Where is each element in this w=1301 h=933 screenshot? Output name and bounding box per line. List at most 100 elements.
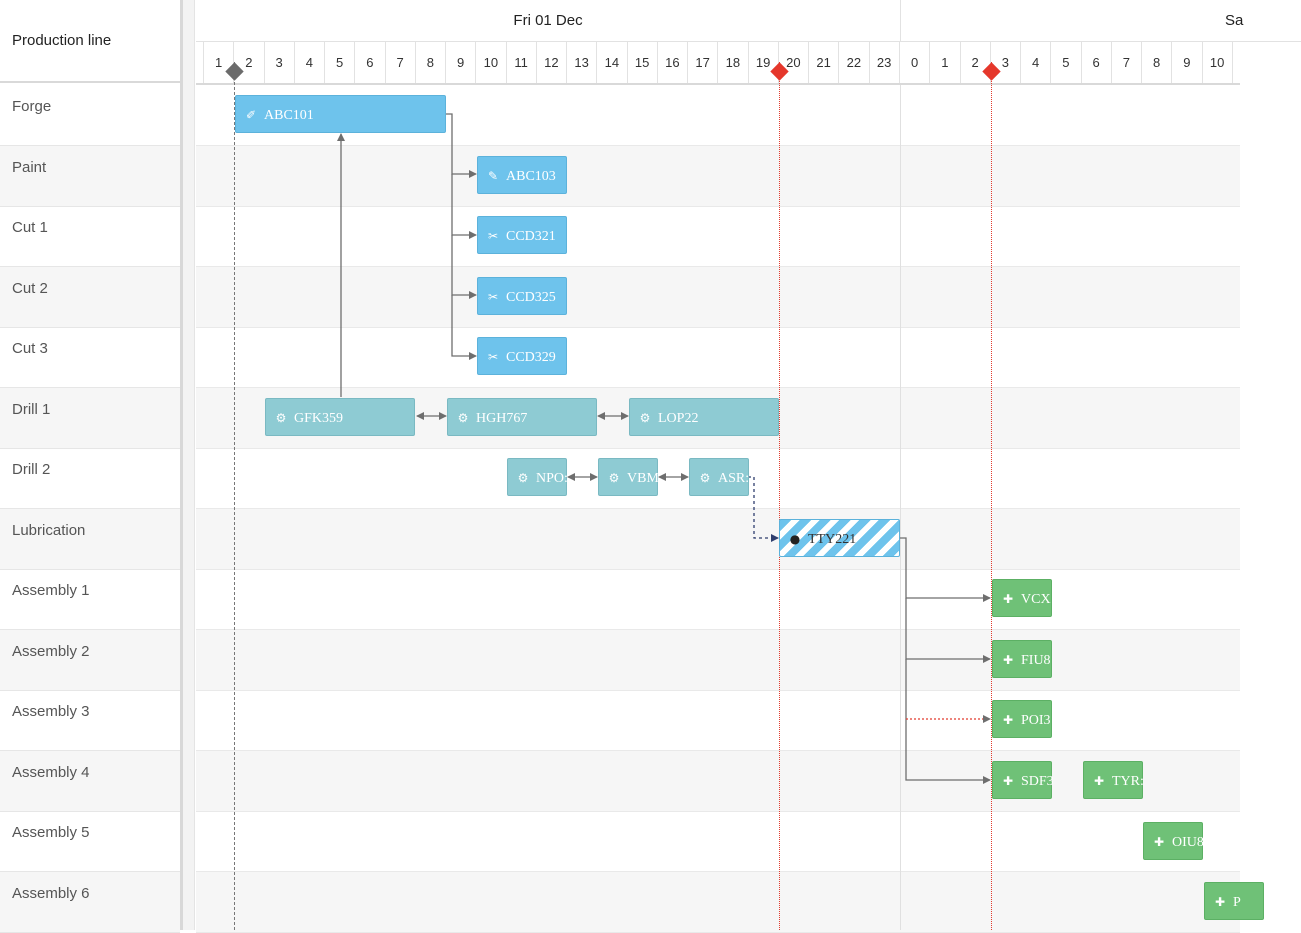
row-label: Cut 2 bbox=[0, 266, 180, 328]
hour-cell: 8 bbox=[416, 42, 446, 83]
hour-cell: 17 bbox=[688, 42, 719, 83]
hour-cell: 7 bbox=[386, 42, 416, 83]
hour-cell: 22 bbox=[839, 42, 870, 83]
task-bar-lop22[interactable]: ⚙LOP22 bbox=[629, 398, 779, 436]
task-label: NPO: bbox=[536, 471, 568, 486]
task-label: GFK359 bbox=[294, 411, 344, 426]
hour-cell: 4 bbox=[295, 42, 325, 83]
task-bar-tty221[interactable]: ●TTY221 bbox=[779, 519, 900, 557]
hour-cell: 16 bbox=[658, 42, 688, 83]
task-label: ABC103 bbox=[506, 169, 556, 184]
chart-row[interactable] bbox=[196, 629, 1240, 691]
hour-cell bbox=[196, 42, 204, 83]
link-tty221-fiu8 bbox=[905, 598, 991, 663]
sidebar-header: Production line bbox=[0, 0, 180, 83]
chart-row[interactable] bbox=[196, 508, 1240, 570]
sidebar-title: Production line bbox=[12, 32, 112, 49]
row-label: Assembly 5 bbox=[0, 811, 180, 872]
hour-cell: 21 bbox=[809, 42, 840, 83]
chart-row[interactable] bbox=[196, 266, 1240, 328]
hour-cell: 3 bbox=[265, 42, 295, 83]
task-bar-tyr[interactable]: ✚ TYR: bbox=[1083, 761, 1144, 799]
start-marker-line bbox=[234, 62, 235, 930]
hour-cell: 23 bbox=[870, 42, 900, 83]
task-bar-p[interactable]: ✚P bbox=[1204, 882, 1264, 920]
chart-row[interactable] bbox=[196, 871, 1240, 933]
task-bar-vbm[interactable]: ⚙VBM bbox=[598, 458, 659, 496]
task-label: TYR: bbox=[1112, 774, 1144, 789]
task-bar-oiu8[interactable]: ✚ OIU8 bbox=[1143, 822, 1204, 860]
task-bar-abc103[interactable]: ✎ABC103 bbox=[477, 156, 567, 194]
task-label: P bbox=[1233, 895, 1241, 910]
puzzle-icon: ✚ bbox=[1153, 835, 1165, 849]
task-label: TTY221 bbox=[808, 532, 857, 547]
task-bar-vcx[interactable]: ✚VCX bbox=[992, 579, 1052, 617]
task-bar-abc101[interactable]: ✐ ABC101 bbox=[235, 95, 446, 133]
task-bar-ccd325[interactable]: ✂CCD325 bbox=[477, 277, 567, 315]
hour-cell: 10 bbox=[476, 42, 507, 83]
scissors-icon: ✂ bbox=[487, 350, 499, 364]
link-abc101-ccd325 bbox=[451, 235, 477, 299]
task-bar-ccd329[interactable]: ✂CCD329 bbox=[477, 337, 567, 375]
scissors-icon: ✂ bbox=[487, 229, 499, 243]
gear-icon: ⚙ bbox=[517, 471, 529, 485]
task-label: LOP22 bbox=[658, 411, 699, 426]
hour-cell: 20 bbox=[779, 42, 809, 83]
splitter-handle[interactable] bbox=[180, 0, 195, 930]
milestone-marker-line bbox=[991, 62, 992, 930]
task-label: HGH767 bbox=[476, 411, 528, 426]
scissors-icon: ✂ bbox=[487, 290, 499, 304]
hour-cell: 9 bbox=[446, 42, 477, 83]
task-bar-gfk359[interactable]: ⚙ GFK359 bbox=[265, 398, 415, 436]
link-abc101-abc103 bbox=[445, 113, 477, 178]
day-header-sat: Sa bbox=[901, 0, 1301, 42]
puzzle-icon: ✚ bbox=[1093, 774, 1105, 788]
link-tty221-vcx bbox=[900, 537, 991, 602]
chart-row[interactable] bbox=[196, 145, 1240, 207]
link-abc101-ccd321 bbox=[451, 174, 477, 239]
row-label: Assembly 4 bbox=[0, 750, 180, 812]
link-asr-tty221 bbox=[748, 476, 779, 542]
link-abc101-ccd329 bbox=[451, 295, 477, 360]
task-label: OIU8 bbox=[1172, 835, 1204, 850]
puzzle-icon: ✚ bbox=[1002, 713, 1014, 727]
row-label: Drill 2 bbox=[0, 448, 180, 509]
puzzle-icon: ✚ bbox=[1214, 895, 1226, 909]
task-bar-poi3[interactable]: ✚ POI3 bbox=[992, 700, 1052, 738]
task-bar-npo[interactable]: ⚙ NPO: bbox=[507, 458, 568, 496]
task-bar-asr[interactable]: ⚙ASR: bbox=[689, 458, 749, 496]
hour-cell: 7 bbox=[1112, 42, 1142, 83]
task-label: SDF3 bbox=[1021, 774, 1054, 789]
task-label: VCX bbox=[1021, 592, 1051, 607]
task-label: VBM bbox=[627, 471, 659, 486]
row-label: Cut 1 bbox=[0, 206, 180, 267]
day-header-fri-01-dec: Fri 01 Dec bbox=[196, 0, 901, 42]
hour-cell: 3 bbox=[991, 42, 1021, 83]
task-bar-hgh767[interactable]: ⚙ HGH767 bbox=[447, 398, 597, 436]
row-label: Assembly 6 bbox=[0, 871, 180, 933]
task-label: ABC101 bbox=[264, 108, 314, 123]
task-label: ASR: bbox=[718, 471, 750, 486]
timeline-divider bbox=[196, 83, 1240, 85]
task-label: POI3 bbox=[1021, 713, 1051, 728]
row-label: Cut 3 bbox=[0, 327, 180, 388]
hour-cell: 5 bbox=[325, 42, 356, 83]
hour-cell: 6 bbox=[355, 42, 386, 83]
hour-cell: 0 bbox=[900, 42, 931, 83]
task-bar-ccd321[interactable]: ✂CCD321 bbox=[477, 216, 567, 254]
task-bar-fiu8[interactable]: ✚FIU8 bbox=[992, 640, 1052, 678]
puzzle-icon: ✚ bbox=[1002, 653, 1014, 667]
puzzle-icon: ✚ bbox=[1002, 774, 1014, 788]
row-label: Paint bbox=[0, 145, 180, 207]
forge-icon: ✐ bbox=[245, 108, 257, 122]
task-bar-sdf3[interactable]: ✚ SDF3 bbox=[992, 761, 1054, 799]
hour-cell: 8 bbox=[1142, 42, 1173, 83]
chart-row[interactable] bbox=[196, 750, 1240, 812]
gear-icon: ⚙ bbox=[457, 411, 469, 425]
hour-cell: 13 bbox=[567, 42, 598, 83]
link-tty221-sdf3 bbox=[905, 659, 991, 784]
gear-icon: ⚙ bbox=[275, 411, 287, 425]
hour-cell: 6 bbox=[1082, 42, 1112, 83]
